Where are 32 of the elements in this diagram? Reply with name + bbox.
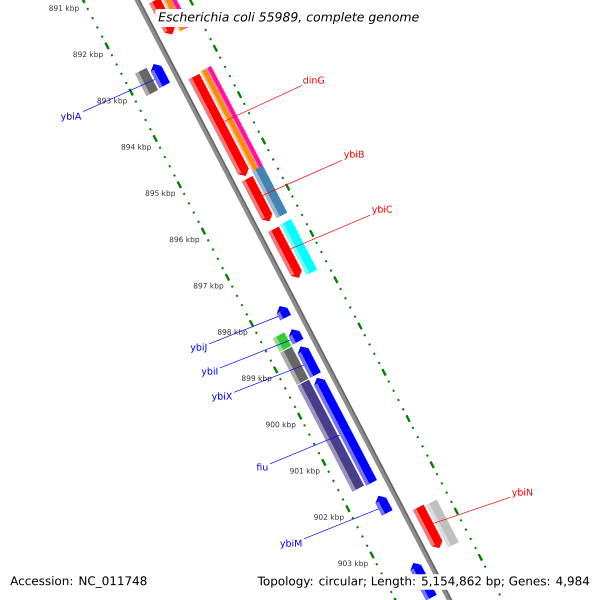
summary-text: Topology: circular; Length: 5,154,862 bp; Genes: 4,984 (256, 574, 592, 590)
leader-line (234, 364, 304, 393)
leader-line (433, 496, 510, 524)
leader-line (208, 316, 279, 344)
gene-label: ybiC (372, 205, 392, 215)
gene-label: ybiX (212, 392, 232, 402)
gene-bar (375, 496, 393, 516)
gene-bar (298, 346, 321, 378)
gene-label: ybiI (202, 367, 218, 377)
leader-line (304, 508, 379, 540)
gene-bar (288, 329, 304, 344)
leader-line (82, 79, 156, 112)
gene-bar (412, 504, 442, 548)
leader-line (220, 340, 291, 368)
gene-label: dinG (303, 76, 324, 84)
gene-bar (188, 74, 249, 176)
gene-label: ybiM (280, 539, 302, 549)
leader-line (262, 160, 342, 196)
gene-bar (268, 226, 302, 278)
gene-label: ybiJ (190, 343, 206, 353)
accession-text: Accession: NC_011748 (8, 574, 150, 590)
gene-label: ybiN (512, 488, 532, 498)
gene-label: ybiB (344, 150, 364, 160)
gene-label: fiu (256, 463, 268, 471)
gene-bar (150, 64, 170, 88)
gene-bar (276, 306, 291, 320)
leader-line (270, 434, 340, 464)
gene-bar (242, 176, 272, 222)
map-title: Escherichia coli 55989, complete genome (155, 8, 422, 28)
leader-line (290, 214, 370, 250)
gene-label: ybiA (60, 112, 82, 122)
leader-line (224, 85, 302, 122)
